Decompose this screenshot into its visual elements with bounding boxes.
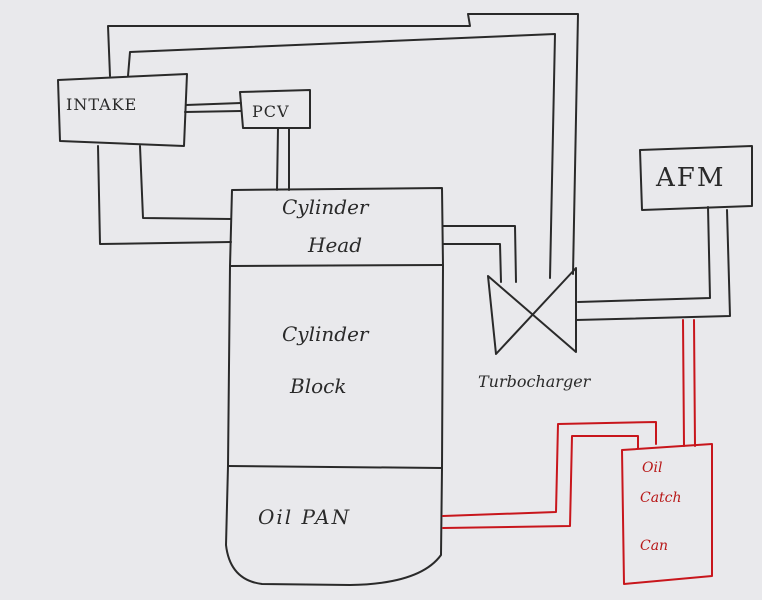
intake-turbo-hose-outer: [107, 13, 579, 275]
pcv-label: PCV: [252, 102, 290, 121]
cylinder-head-label-line2: Head: [308, 233, 363, 257]
afm-label: AFM: [656, 163, 726, 193]
pcv-head-hose: [276, 127, 290, 191]
afm-turbo-hose: [575, 206, 731, 321]
intake-pcv-hose: [184, 102, 242, 113]
catch-can-label-line3: Can: [640, 538, 669, 554]
engine-outline: [225, 187, 444, 586]
cylinder-block-label-line2: Block: [290, 374, 347, 398]
catch-can-label-line1: Oil: [642, 460, 663, 476]
block-pan-divider: [227, 465, 443, 469]
catch-can-box: [621, 443, 713, 585]
cylinder-block-label-line1: Cylinder: [282, 322, 369, 346]
intake-label: INTAKE: [66, 95, 138, 114]
head-turbo-hose: [442, 225, 517, 283]
intake-head-hose-outer: [97, 145, 232, 245]
catch-can-label-line2: Catch: [640, 490, 682, 506]
pcv-box: [239, 89, 311, 129]
afm-box: [639, 145, 753, 211]
turbocharger-label: Turbocharger: [478, 372, 591, 391]
intake-box: [57, 73, 188, 147]
catch-can-afm-hose: [682, 319, 696, 447]
oilpan-catch-can-hose: [442, 421, 657, 529]
head-block-divider: [229, 264, 444, 267]
oil-pan-label: Oil PAN: [258, 505, 352, 529]
intake-turbo-hose-inner: [127, 33, 556, 279]
turbocharger-shape: [487, 267, 577, 355]
cylinder-head-label-line1: Cylinder: [282, 195, 369, 219]
intake-head-hose-inner: [139, 145, 232, 220]
